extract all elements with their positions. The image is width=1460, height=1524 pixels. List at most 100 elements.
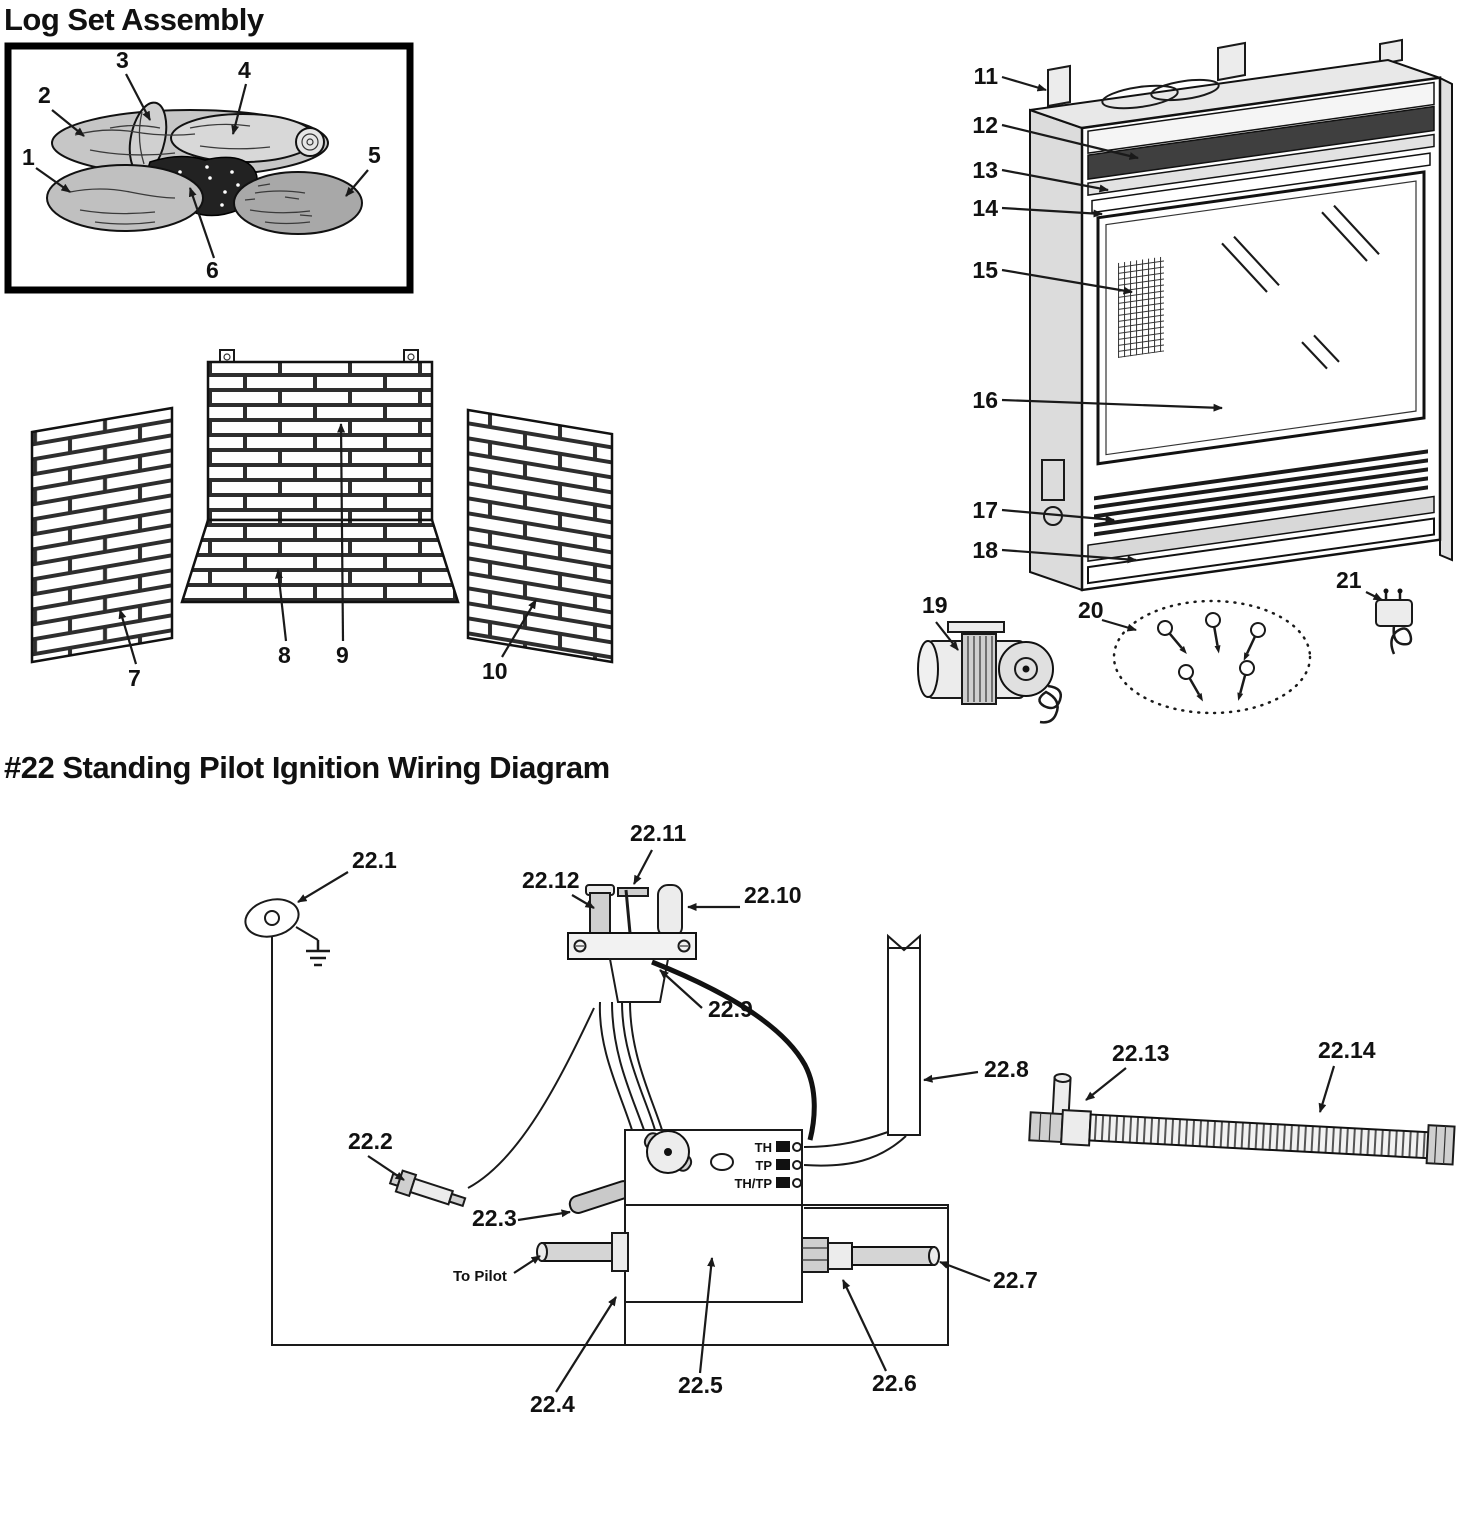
fastener-anchor bbox=[1205, 612, 1221, 654]
valve-body bbox=[624, 1204, 803, 1303]
igniter-bracket bbox=[617, 887, 649, 897]
callout-2: 2 bbox=[38, 82, 51, 108]
wiring-diagram-figure: TH TP TH/TP bbox=[244, 820, 1456, 1417]
callout-13: 13 bbox=[972, 157, 998, 183]
pilot-bracket bbox=[567, 932, 697, 960]
lower-louvers bbox=[1094, 449, 1428, 537]
outlet-coupler bbox=[827, 1242, 853, 1270]
callout-3: 3 bbox=[116, 47, 129, 73]
brick-panels-figure: 7 8 9 10 bbox=[30, 349, 614, 691]
terminal-thtp-label: TH/TP bbox=[734, 1176, 772, 1191]
flex-hose bbox=[1088, 1113, 1432, 1160]
callout-21: 21 bbox=[1336, 567, 1362, 593]
log-set-frame bbox=[4, 42, 414, 294]
callout-9: 9 bbox=[336, 642, 349, 668]
fastener-kit-outline bbox=[1112, 599, 1312, 715]
log-set-callouts: 1 2 3 4 5 6 bbox=[22, 47, 381, 283]
outlet-fitting bbox=[801, 1237, 829, 1273]
wiring-title: #22 Standing Pilot Ignition Wiring Diagr… bbox=[4, 750, 610, 785]
control-knob bbox=[643, 1130, 693, 1174]
elbow-fitting bbox=[1060, 1108, 1092, 1147]
fastener-kit-figure: 20 bbox=[1078, 597, 1312, 715]
brick-panel-left bbox=[30, 406, 174, 664]
callout-18: 18 bbox=[972, 537, 998, 563]
pilot-mount bbox=[608, 958, 670, 1003]
callout-22-11: 22.11 bbox=[630, 820, 686, 846]
blower-figure: 19 bbox=[917, 592, 1062, 724]
log-front-left bbox=[46, 164, 204, 232]
fireplace-right-flange bbox=[1439, 76, 1453, 562]
terminal-th-label: TH bbox=[755, 1140, 772, 1155]
upper-trim-bar bbox=[1087, 133, 1435, 197]
fireplace-callouts: 11 12 13 14 15 16 17 18 bbox=[972, 63, 1223, 564]
fireplace-figure: 11 12 13 14 15 16 17 18 bbox=[972, 38, 1453, 592]
callout-11: 11 bbox=[974, 63, 999, 89]
terminal-block: TH TP TH/TP bbox=[734, 1140, 802, 1191]
flare-nut-left bbox=[1028, 1111, 1064, 1144]
power-cord-figure: 21 bbox=[1336, 567, 1413, 655]
mesh-screen bbox=[1118, 256, 1164, 358]
vent-pipe bbox=[803, 933, 921, 1167]
callout-4: 4 bbox=[238, 57, 251, 83]
spark-igniter bbox=[388, 1169, 467, 1208]
brick-panel-rear bbox=[206, 349, 434, 522]
callout-22-8: 22.8 bbox=[984, 1056, 1029, 1082]
callout-6: 6 bbox=[206, 257, 219, 283]
blower-cage-band bbox=[961, 633, 997, 705]
callout-22-7: 22.7 bbox=[993, 1267, 1038, 1293]
upper-louver-bar bbox=[1087, 105, 1435, 181]
callout-17: 17 bbox=[972, 497, 998, 523]
valve-port-hole bbox=[710, 1153, 734, 1171]
callout-22-13: 22.13 bbox=[1112, 1040, 1170, 1066]
callout-22-2: 22.2 bbox=[348, 1128, 393, 1154]
pilot-assembly bbox=[567, 884, 697, 1003]
ground-symbol bbox=[306, 940, 330, 967]
brick-panel-right bbox=[466, 408, 614, 664]
callout-5: 5 bbox=[368, 142, 381, 168]
blower-left-cap bbox=[917, 640, 939, 698]
pilot-hood bbox=[589, 892, 611, 934]
glass-pane bbox=[1105, 180, 1417, 456]
callout-16: 16 bbox=[972, 387, 998, 413]
flex-gas-line bbox=[1028, 1072, 1456, 1166]
brick-panel-callouts: 7 8 9 10 bbox=[118, 423, 537, 691]
plug-cord bbox=[1390, 625, 1413, 655]
callout-22-5: 22.5 bbox=[678, 1372, 723, 1398]
callout-22-9: 22.9 bbox=[708, 996, 753, 1022]
blower-cord bbox=[1038, 684, 1062, 724]
log-set-title: Log Set Assembly bbox=[4, 2, 264, 37]
gas-valve: TH TP TH/TP bbox=[536, 1129, 949, 1346]
log-set-assembly-figure: 1 2 3 4 5 6 bbox=[4, 42, 414, 294]
callout-12: 12 bbox=[972, 112, 998, 138]
to-pilot-label: To Pilot bbox=[453, 1268, 507, 1285]
log-front-right bbox=[233, 171, 363, 235]
callout-19: 19 bbox=[922, 592, 948, 618]
callout-22-3: 22.3 bbox=[472, 1205, 517, 1231]
callout-10: 10 bbox=[482, 658, 508, 684]
side-access-cutout bbox=[1041, 459, 1065, 501]
flare-nut-right bbox=[1425, 1124, 1456, 1166]
brick-panel-bottom bbox=[180, 518, 460, 604]
callout-7: 7 bbox=[128, 665, 141, 691]
igniter-wire bbox=[467, 1007, 595, 1189]
callout-22-14: 22.14 bbox=[1318, 1037, 1376, 1063]
igniter-cable bbox=[651, 959, 817, 1141]
fireplace-side-panel bbox=[1029, 108, 1083, 592]
fireplace-front-face bbox=[1080, 76, 1442, 592]
outlet-pipe bbox=[851, 1246, 935, 1266]
callout-22-12: 22.12 bbox=[522, 867, 580, 893]
blower-bracket bbox=[947, 621, 1005, 633]
flame-sensor bbox=[657, 884, 683, 938]
igniter-electrode bbox=[624, 889, 632, 934]
callout-22-10: 22.10 bbox=[744, 882, 802, 908]
ground-lug bbox=[244, 898, 330, 967]
callout-8: 8 bbox=[278, 642, 291, 668]
window-top-trim bbox=[1091, 152, 1431, 214]
fastener-anchor bbox=[1178, 664, 1203, 702]
fastener-anchor bbox=[1243, 622, 1266, 661]
log-grain-lines bbox=[69, 111, 313, 225]
interrupter-rod bbox=[568, 1180, 633, 1214]
callout-22-4: 22.4 bbox=[530, 1391, 575, 1417]
